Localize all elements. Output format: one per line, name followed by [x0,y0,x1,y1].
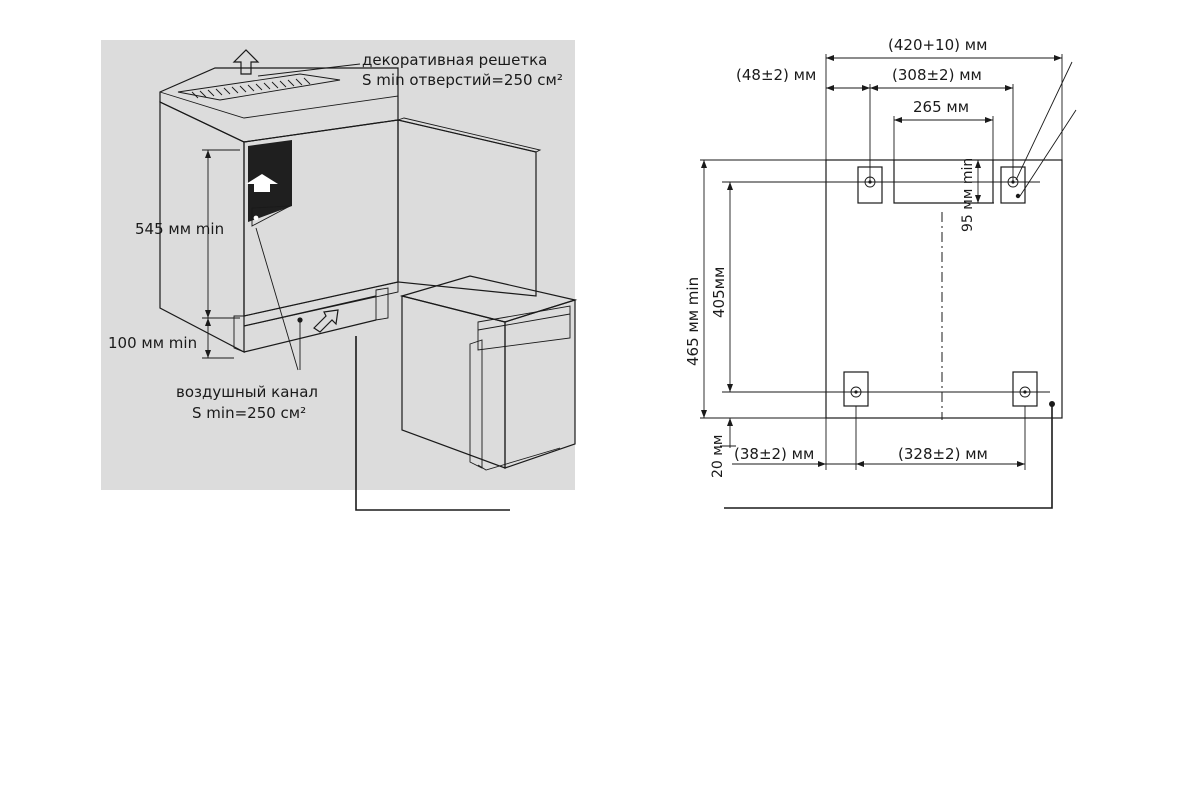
left-installation-figure: декоративная решетка S min отверстий=250… [101,40,578,511]
overall-depth-label: 465 мм min [684,277,702,366]
top-cutout [893,160,994,204]
channel-leader [255,227,301,371]
left-panel-background [101,40,575,490]
channel-floor [251,205,291,227]
minibar-fridge [399,275,578,471]
channel-label-line-1: воздушный канал [176,383,318,401]
left-callout-line [355,336,510,511]
channel-point-icon [297,317,303,323]
airflow-up-arrow-icon [232,49,260,75]
overall-width-label: (420+10) мм [888,36,987,54]
grille-label-line-1: декоративная решетка [362,51,547,69]
cutout-depth-label: 95 мм min [960,158,976,232]
plinth-label: 100 мм min [108,334,197,352]
grille-icon [177,73,341,101]
channel-marker-icon [253,215,259,221]
holes-depth-label: 405мм [710,267,728,318]
cutout-width-label: 265 мм [913,98,969,116]
grille-leader [257,63,361,77]
bottom-left-offset-label: (38±2) мм [734,445,814,463]
hole-bottom-right [1012,371,1038,407]
bottom-holes-span-label: (328±2) мм [898,445,988,463]
grille-label-line-2: S min отверстий=250 см² [362,71,563,89]
channel-label-line-2: S min=250 см² [192,404,306,422]
hole-bottom-left [843,371,869,407]
top-holes-span-label: (308±2) мм [892,66,982,84]
right-callout-line [724,404,1053,509]
bottom-offset-label: 20 мм [710,435,726,478]
height-label: 545 мм min [135,220,224,238]
plinth-edges [243,295,377,353]
airflow-intake-arrow-icon [313,309,339,333]
mounting-plate [825,159,1063,419]
channel-up-arrow-icon [246,174,278,192]
right-mounting-plan: (420+10) мм (48±2) мм (308±2) мм 265 мм … [684,36,1077,509]
left-offset-label: (48±2) мм [736,66,816,84]
plinth-right [375,287,389,321]
